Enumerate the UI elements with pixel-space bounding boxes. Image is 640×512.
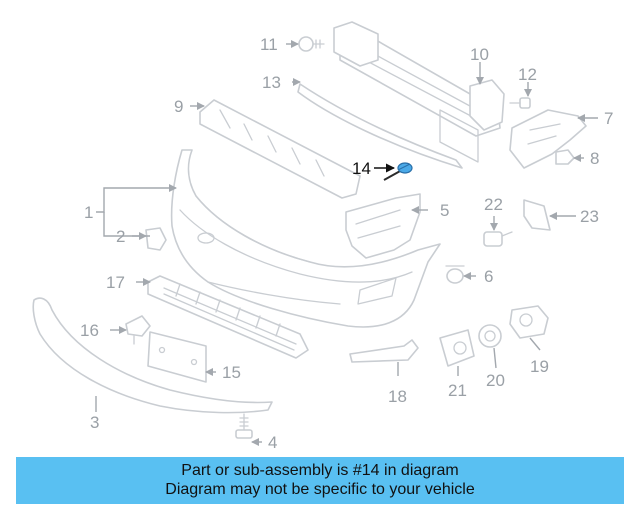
callout-6: 6 (484, 267, 493, 286)
callout-14: 14 (352, 159, 371, 178)
callout-10: 10 (470, 45, 489, 64)
part-9-energy-absorber (199, 99, 361, 199)
callout-9: 9 (174, 97, 183, 116)
part-18-trim-piece (349, 339, 419, 363)
callout-22: 22 (484, 195, 503, 214)
callout-4: 4 (268, 433, 277, 452)
part-19-parking-sensor (509, 305, 549, 339)
callout-12: 12 (518, 65, 537, 84)
part-11-screw (298, 36, 325, 52)
part-17-lower-grille (147, 275, 309, 359)
callout-13: 13 (262, 73, 281, 92)
callout-5: 5 (440, 201, 449, 220)
callout-3: 3 (90, 413, 99, 432)
callout-20: 20 (486, 371, 505, 390)
part-22-sensor (483, 231, 513, 247)
part-2-sensor (145, 227, 167, 251)
callout-15: 15 (222, 363, 241, 382)
callout-23: 23 (580, 207, 599, 226)
part-8-clip-nut (555, 149, 575, 165)
part-3-lower-spoiler (32, 297, 273, 414)
banner-line-disclaimer: Diagram may not be specific to your vehi… (165, 481, 475, 498)
part-16-clip (125, 315, 151, 345)
callout-1: 1 (84, 203, 93, 222)
callout-7: 7 (604, 109, 613, 128)
banner-line-part-number: Part or sub-assembly is #14 in diagram (181, 462, 459, 479)
part-10-reinforcement-bar (333, 21, 505, 163)
callout-18: 18 (388, 387, 407, 406)
callout-19: 19 (530, 357, 549, 376)
part-5-air-guide (345, 193, 421, 259)
part-15-license-bracket (147, 331, 207, 383)
info-banner: Part or sub-assembly is #14 in diagram D… (16, 457, 624, 504)
callout-21: 21 (448, 381, 467, 400)
leader-lines (95, 40, 598, 446)
part-12-bolt (509, 97, 531, 109)
part-1-bumper-cover (170, 149, 441, 328)
callout-11: 11 (260, 35, 278, 54)
callout-2: 2 (116, 227, 125, 246)
part-21-sensor-bracket (439, 329, 475, 367)
callout-8: 8 (590, 149, 599, 168)
part-7-bracket (509, 109, 587, 169)
part-13-upper-trim-strip (297, 83, 463, 169)
part-6-push-clip (445, 265, 465, 284)
part-4-screw (235, 413, 253, 439)
parts-diagram: 1 2 3 4 5 6 7 8 9 10 11 12 13 14 15 16 1… (32, 21, 613, 452)
callout-17: 17 (106, 273, 125, 292)
part-23-mount-bracket (523, 199, 551, 231)
part-20-grommet (478, 324, 502, 348)
callout-16: 16 (80, 321, 99, 340)
part-14-bolt-highlighted (383, 162, 413, 181)
callout-labels: 1 2 3 4 5 6 7 8 9 10 11 12 13 14 15 16 1… (80, 35, 613, 452)
